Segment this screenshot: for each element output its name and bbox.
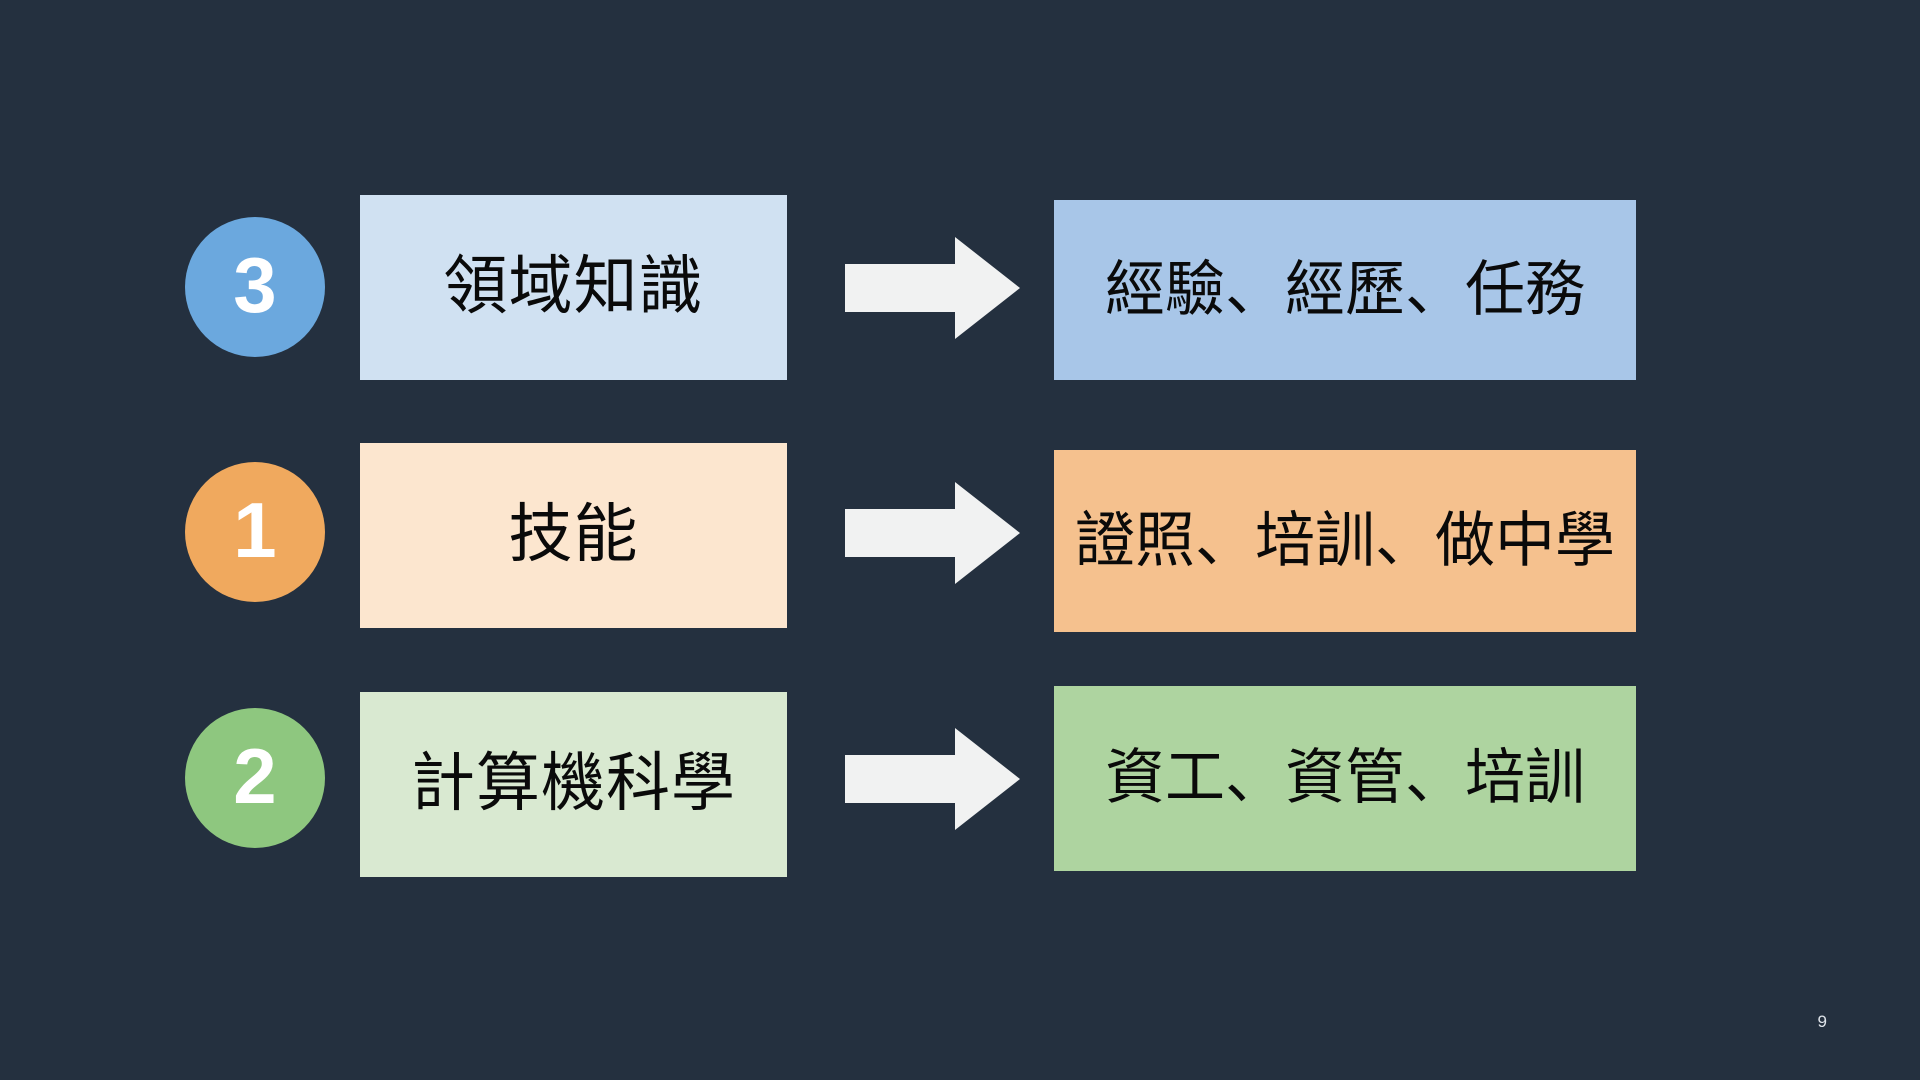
category-box-domain-knowledge[interactable]: 領域知識: [360, 195, 787, 380]
category-label: 領域知識: [443, 249, 704, 324]
outcome-box-certification[interactable]: 證照、培訓、做中學: [1054, 450, 1636, 632]
outcome-box-experience[interactable]: 經驗、經歷、任務: [1054, 200, 1636, 380]
right-arrow-icon: [845, 728, 1020, 830]
step-badge-3[interactable]: 3: [185, 217, 325, 357]
category-label: 計算機科學: [411, 746, 736, 821]
step-badge-2[interactable]: 2: [185, 708, 325, 848]
step-badge-number: 3: [233, 241, 277, 329]
right-arrow-icon: [845, 482, 1020, 584]
outcome-box-majors[interactable]: 資工、資管、培訓: [1054, 686, 1636, 871]
step-badge-number: 1: [233, 486, 277, 574]
diagram-row: 2 計算機科學 資工、資管、培訓: [0, 686, 1920, 877]
outcome-label: 經驗、經歷、任務: [1105, 254, 1585, 325]
right-arrow-icon: [845, 237, 1020, 339]
outcome-label: 資工、資管、培訓: [1105, 743, 1585, 813]
diagram-row: 3 領域知識 經驗、經歷、任務: [0, 195, 1920, 380]
page-number: 9: [1817, 1012, 1827, 1031]
category-box-skills[interactable]: 技能: [360, 443, 787, 628]
diagram-row: 1 技能 證照、培訓、做中學: [0, 440, 1920, 632]
step-badge-number: 2: [233, 732, 277, 820]
outcome-label: 證照、培訓、做中學: [1075, 505, 1615, 576]
step-badge-1[interactable]: 1: [185, 462, 325, 602]
category-box-computer-science[interactable]: 計算機科學: [360, 692, 787, 877]
category-label: 技能: [508, 497, 639, 572]
